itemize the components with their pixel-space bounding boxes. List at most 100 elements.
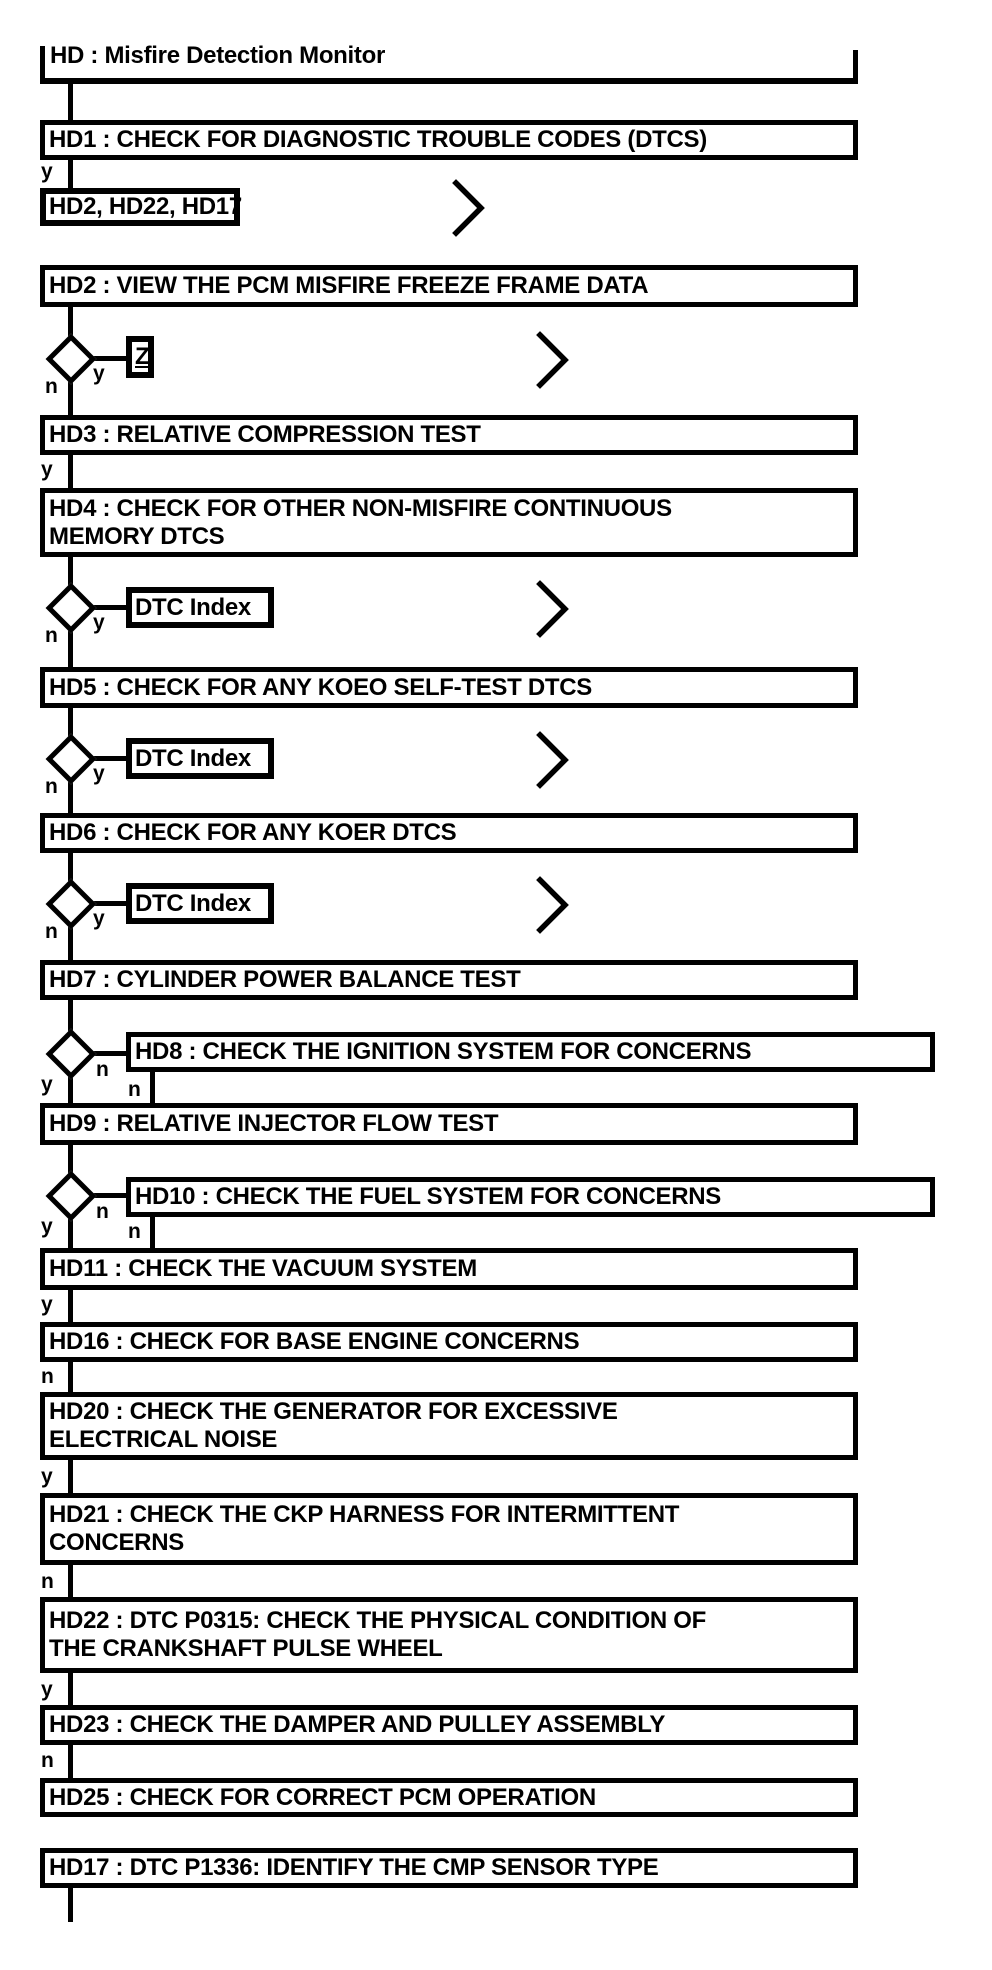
step-box-hd21[interactable]: HD21 : CHECK THE CKP HARNESS FOR INTERMI…	[40, 1493, 858, 1565]
goto-steps-label: HD2, HD22, HD17	[49, 193, 242, 220]
z-reference-label: Z	[135, 343, 150, 370]
dtc-index-label: DTC Index	[135, 593, 251, 621]
connector-line	[87, 1051, 126, 1056]
connector-line	[68, 1290, 73, 1322]
step-label: HD21 : CHECK THE CKP HARNESS FOR INTERMI…	[49, 1501, 680, 1556]
step-label: HD23 : CHECK THE DAMPER AND PULLEY ASSEM…	[49, 1711, 666, 1738]
dtc-index-box[interactable]: DTC Index	[126, 738, 274, 779]
edge-label-yes: y	[41, 1678, 53, 1701]
step-box-hd20[interactable]: HD20 : CHECK THE GENERATOR FOR EXCESSIVE…	[40, 1392, 858, 1460]
continue-chevron-icon	[536, 580, 570, 638]
step-box-hd11[interactable]: HD11 : CHECK THE VACUUM SYSTEM	[40, 1248, 858, 1290]
edge-label-no: n	[45, 375, 58, 398]
edge-label-no: n	[41, 1570, 54, 1593]
step-box-hd2[interactable]: HD2 : VIEW THE PCM MISFIRE FREEZE FRAME …	[40, 265, 858, 307]
continue-chevron-icon	[536, 876, 570, 934]
connector-line	[68, 1745, 73, 1778]
connector-line	[68, 777, 73, 813]
step-box-hd25[interactable]: HD25 : CHECK FOR CORRECT PCM OPERATION	[40, 1778, 858, 1817]
goto-steps-box[interactable]: HD2, HD22, HD17	[40, 188, 242, 226]
continue-chevron-icon	[536, 331, 570, 389]
decision-diamond	[45, 1028, 97, 1080]
connector-line	[68, 1214, 73, 1248]
edge-label-yes: y	[41, 1293, 53, 1316]
step-box-hd22[interactable]: HD22 : DTC P0315: CHECK THE PHYSICAL CON…	[40, 1597, 858, 1673]
title-right-tick	[853, 50, 858, 84]
connector-line	[68, 307, 73, 343]
edge-label-no: n	[41, 1365, 54, 1388]
connector-line	[87, 901, 126, 906]
dtc-index-box[interactable]: DTC Index	[126, 883, 274, 924]
step-label: HD17 : DTC P1336: IDENTIFY THE CMP SENSO…	[49, 1854, 659, 1881]
step-label: HD22 : DTC P0315: CHECK THE PHYSICAL CON…	[49, 1607, 706, 1662]
edge-label-yes: y	[93, 907, 105, 930]
connector-line	[68, 1460, 73, 1493]
connector-line	[68, 1565, 73, 1597]
connector-line	[87, 756, 126, 761]
edge-label-no: n	[41, 1749, 54, 1772]
step-box-hd9[interactable]: HD9 : RELATIVE INJECTOR FLOW TEST	[40, 1103, 858, 1145]
connector-line	[68, 708, 73, 741]
edge-label-yes: y	[93, 762, 105, 785]
dtc-index-label: DTC Index	[135, 889, 251, 917]
connector-line	[68, 455, 73, 488]
connector-line	[68, 626, 73, 667]
step-box-hd1[interactable]: HD1 : CHECK FOR DIAGNOSTIC TROUBLE CODES…	[40, 120, 858, 160]
edge-label-no: n	[128, 1220, 141, 1243]
edge-label-yes: y	[41, 160, 53, 183]
step-label: HD7 : CYLINDER POWER BALANCE TEST	[49, 966, 521, 993]
edge-label-yes: y	[41, 1215, 53, 1238]
step-box-hd6[interactable]: HD6 : CHECK FOR ANY KOER DTCS	[40, 813, 858, 853]
connector-line	[68, 1362, 73, 1392]
z-reference-box[interactable]: Z	[126, 336, 154, 378]
step-label: HD20 : CHECK THE GENERATOR FOR EXCESSIVE…	[49, 1398, 618, 1453]
step-box-hd10[interactable]: HD10 : CHECK THE FUEL SYSTEM FOR CONCERN…	[126, 1177, 935, 1217]
step-label: HD4 : CHECK FOR OTHER NON-MISFIRE CONTIN…	[49, 494, 672, 550]
connector-line	[68, 1673, 73, 1705]
step-box-hd3[interactable]: HD3 : RELATIVE COMPRESSION TEST	[40, 415, 858, 455]
connector-line	[87, 605, 126, 610]
step-box-hd8[interactable]: HD8 : CHECK THE IGNITION SYSTEM FOR CONC…	[126, 1032, 935, 1072]
connector-line	[68, 160, 73, 188]
step-label: HD16 : CHECK FOR BASE ENGINE CONCERNS	[49, 1328, 580, 1355]
edge-label-no: n	[96, 1058, 109, 1081]
step-label: HD6 : CHECK FOR ANY KOER DTCS	[49, 819, 457, 846]
edge-label-yes: y	[41, 458, 53, 481]
connector-line-continuation	[68, 1888, 73, 1922]
step-box-hd17[interactable]: HD17 : DTC P1336: IDENTIFY THE CMP SENSO…	[40, 1848, 858, 1888]
step-label: HD1 : CHECK FOR DIAGNOSTIC TROUBLE CODES…	[49, 126, 707, 153]
step-box-hd23[interactable]: HD23 : CHECK THE DAMPER AND PULLEY ASSEM…	[40, 1705, 858, 1745]
decision-diamond	[45, 1170, 97, 1222]
step-box-hd7[interactable]: HD7 : CYLINDER POWER BALANCE TEST	[40, 960, 858, 1000]
connector-line	[68, 1000, 73, 1036]
step-box-hd16[interactable]: HD16 : CHECK FOR BASE ENGINE CONCERNS	[40, 1322, 858, 1362]
edge-label-yes: y	[41, 1073, 53, 1096]
step-label: HD2 : VIEW THE PCM MISFIRE FREEZE FRAME …	[49, 272, 649, 299]
title-underline	[40, 78, 858, 84]
step-label: HD11 : CHECK THE VACUUM SYSTEM	[49, 1255, 477, 1282]
connector-line	[68, 377, 73, 415]
connector-line	[68, 1072, 73, 1103]
step-label: HD25 : CHECK FOR CORRECT PCM OPERATION	[49, 1783, 596, 1811]
connector-line	[68, 557, 73, 590]
step-label: HD5 : CHECK FOR ANY KOEO SELF-TEST DTCS	[49, 673, 592, 701]
step-label: HD9 : RELATIVE INJECTOR FLOW TEST	[49, 1110, 499, 1137]
connector-line	[150, 1217, 155, 1248]
connector-line	[68, 1145, 73, 1178]
step-box-hd5[interactable]: HD5 : CHECK FOR ANY KOEO SELF-TEST DTCS	[40, 667, 858, 708]
dtc-index-label: DTC Index	[135, 744, 251, 772]
edge-label-yes: y	[93, 611, 105, 634]
step-label: HD3 : RELATIVE COMPRESSION TEST	[49, 421, 481, 448]
edge-label-no: n	[45, 624, 58, 647]
connector-line	[68, 84, 73, 121]
step-box-hd4[interactable]: HD4 : CHECK FOR OTHER NON-MISFIRE CONTIN…	[40, 488, 858, 557]
edge-label-no: n	[45, 920, 58, 943]
edge-label-no: n	[96, 1200, 109, 1223]
page-title: HD : Misfire Detection Monitor	[50, 42, 386, 69]
dtc-index-box[interactable]: DTC Index	[126, 587, 274, 628]
connector-line	[68, 853, 73, 886]
connector-line	[87, 356, 126, 361]
step-label: HD8 : CHECK THE IGNITION SYSTEM FOR CONC…	[135, 1038, 752, 1065]
step-label: HD10 : CHECK THE FUEL SYSTEM FOR CONCERN…	[135, 1183, 721, 1210]
